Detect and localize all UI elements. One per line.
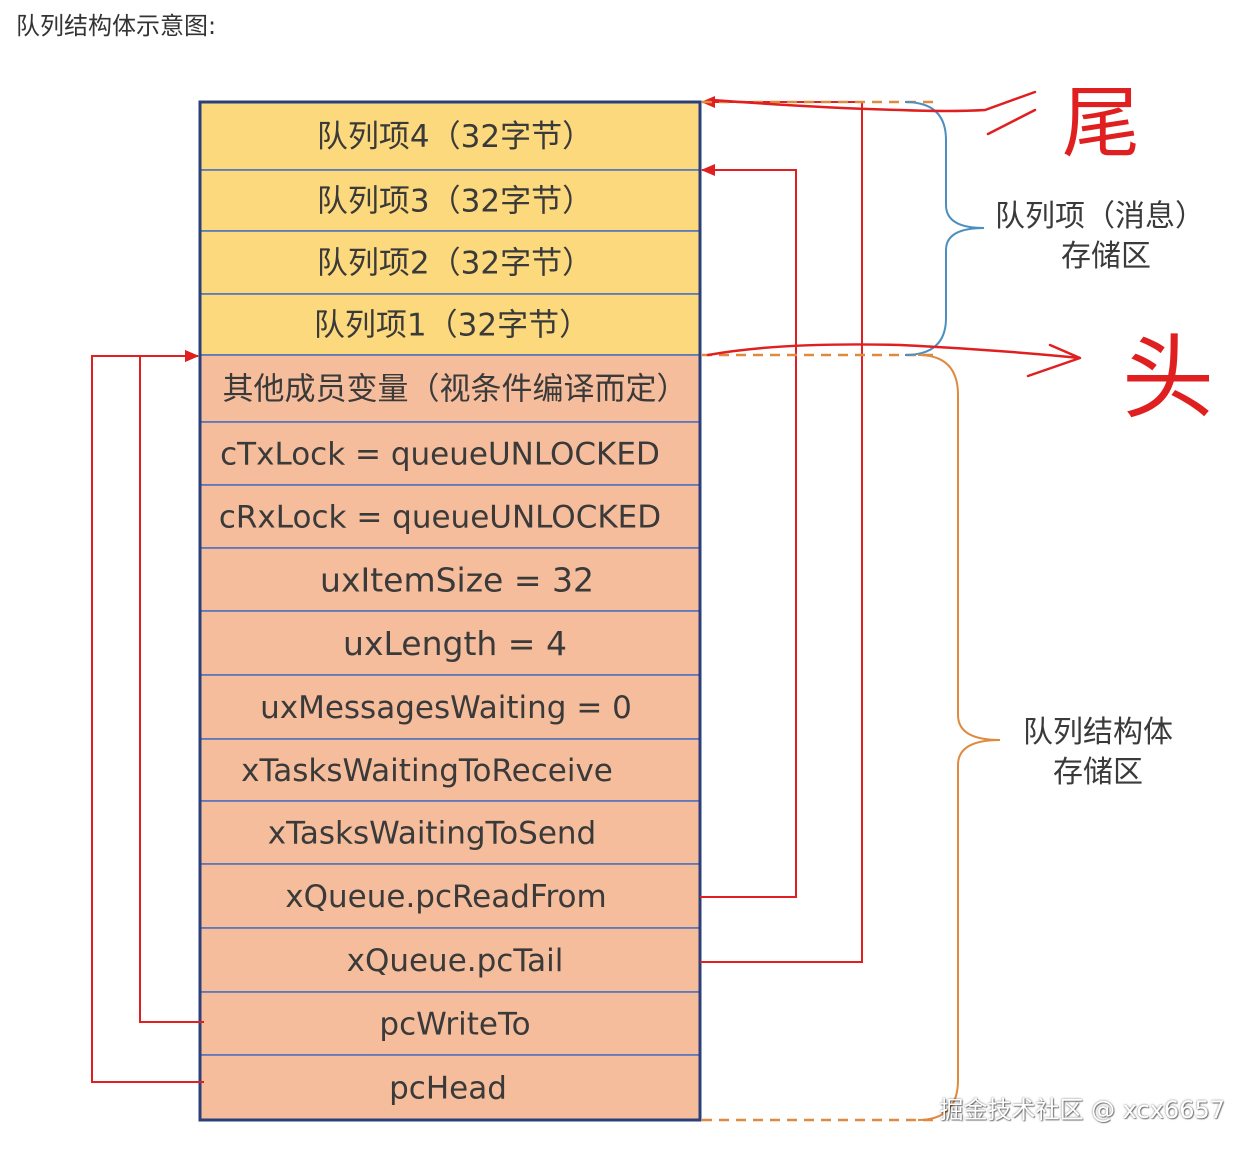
- struct-member-4-label: uxItemSize = 32: [320, 560, 594, 599]
- watermark: 掘金技术社区 @ xcx6657: [939, 1096, 1225, 1124]
- pcreadfrom-pointer-arrow: [700, 164, 797, 898]
- struct-member-12-cell: [199, 1054, 701, 1121]
- struct-brace-label-line2: 存储区: [1053, 755, 1143, 790]
- pcwriteto-pointer-arrow: [139, 350, 204, 1023]
- struct-member-11-cell: [199, 991, 701, 1056]
- tail-hand-label: 尾: [1062, 79, 1140, 169]
- head-hand-label: 头: [1122, 325, 1214, 432]
- struct-member-3-label: cRxLock = queueUNLOCKED: [219, 500, 661, 536]
- queue-item-3-cell: [199, 169, 701, 232]
- struct-member-7-label: xTasksWaitingToReceive: [241, 753, 613, 789]
- queue-item-3-label: 队列项3（32字节）: [317, 184, 593, 220]
- struct-member-10-label: xQueue.pcTail: [347, 943, 564, 979]
- struct-member-11-label: pcWriteTo: [379, 1007, 530, 1043]
- struct-member-3-cell: [199, 484, 701, 549]
- items-brace: [904, 101, 985, 356]
- queue-item-1-label: 队列项1（32字节）: [314, 308, 590, 344]
- struct-member-10-cell: [199, 927, 701, 993]
- pctail-pointer-arrow: [700, 96, 863, 963]
- struct-member-9-label: xQueue.pcReadFrom: [285, 879, 606, 915]
- struct-brace-label-line1: 队列结构体: [1023, 715, 1173, 750]
- memory-rows: 队列项4（32字节） 队列项3（32字节） 队列项2（32字节） 队列项1（32字节）…: [199, 101, 701, 1121]
- structure-outline: [198, 100, 702, 1122]
- items-brace-label-line2: 存储区: [1061, 239, 1151, 274]
- tail-hand-arrow: [710, 90, 1037, 136]
- head-hand-arrow: [706, 343, 1082, 378]
- struct-brace: [917, 354, 1001, 1121]
- struct-member-1-label: 其他成员变量（视条件编译而定）: [223, 372, 688, 408]
- pchead-pointer-arrow: [91, 350, 204, 1083]
- items-brace-label-line1: 队列项（消息）: [995, 199, 1205, 234]
- queue-item-2-cell: [199, 230, 701, 295]
- queue-item-4-label: 队列项4（32字节）: [317, 119, 593, 155]
- struct-member-9-cell: [199, 863, 701, 929]
- struct-member-6-cell: [199, 674, 701, 740]
- struct-member-5-label: uxLength = 4: [343, 624, 567, 663]
- queue-item-2-label: 队列项2（32字节）: [317, 246, 593, 282]
- diagram-caption: 队列结构体示意图:: [16, 12, 217, 40]
- struct-member-8-cell: [199, 800, 701, 865]
- struct-member-2-label: cTxLock = queueUNLOCKED: [220, 437, 660, 473]
- struct-member-8-label: xTasksWaitingToSend: [268, 816, 596, 852]
- struct-member-6-label: uxMessagesWaiting = 0: [260, 690, 632, 726]
- queue-item-4-cell: [199, 101, 701, 171]
- struct-member-12-label: pcHead: [389, 1071, 507, 1107]
